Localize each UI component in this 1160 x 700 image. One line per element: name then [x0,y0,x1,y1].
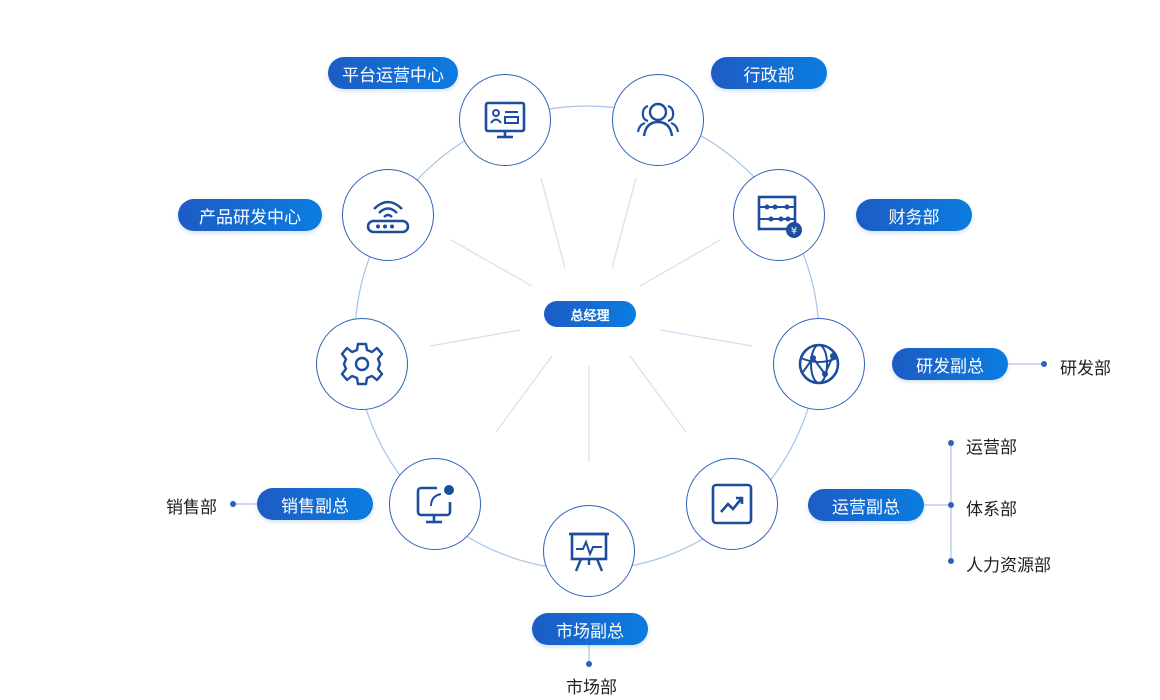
touch-screen-icon [416,485,454,524]
product-rnd-label[interactable]: 产品研发中心 [178,199,322,231]
id-card-monitor-icon [484,101,526,139]
market-vp-node[interactable] [543,505,635,597]
admin-node[interactable] [612,74,704,166]
dept-hr[interactable]: 人力资源部 [966,556,1051,576]
router-wifi-icon [366,200,410,234]
rnd-vp-label[interactable]: 研发副总 [892,348,1008,380]
people-icon [636,102,680,137]
gear-icon [340,342,384,386]
platform-ops-label[interactable]: 平台运营中心 [328,57,458,89]
sales-vp-label[interactable]: 销售副总 [257,488,373,520]
finance-node[interactable]: ¥ [733,169,825,261]
dept-sales[interactable]: 销售部 [166,498,217,518]
admin-label[interactable]: 行政部 [711,57,827,89]
dept-rnd[interactable]: 研发部 [1060,359,1111,379]
sales-vp-node[interactable] [389,458,481,550]
market-vp-label[interactable]: 市场副总 [532,613,648,645]
svg-text:¥: ¥ [791,226,797,237]
presentation-board-icon [569,532,609,572]
dept-operations[interactable]: 运营部 [966,438,1017,458]
product-rnd-node[interactable] [342,169,434,261]
ops-vp-node[interactable] [686,458,778,550]
rnd-vp-node[interactable] [773,318,865,410]
dept-system[interactable]: 体系部 [966,500,1017,520]
finance-label[interactable]: 财务部 [856,199,972,231]
general-manager-badge[interactable]: 总经理 [544,301,636,327]
trend-chart-icon [711,483,753,525]
abacus-icon: ¥ [757,195,802,238]
dept-market[interactable]: 市场部 [566,678,617,698]
platform-ops-node[interactable] [459,74,551,166]
ops-vp-label[interactable]: 运营副总 [808,489,924,521]
settings-node[interactable] [316,318,408,410]
globe-network-icon [798,343,840,385]
